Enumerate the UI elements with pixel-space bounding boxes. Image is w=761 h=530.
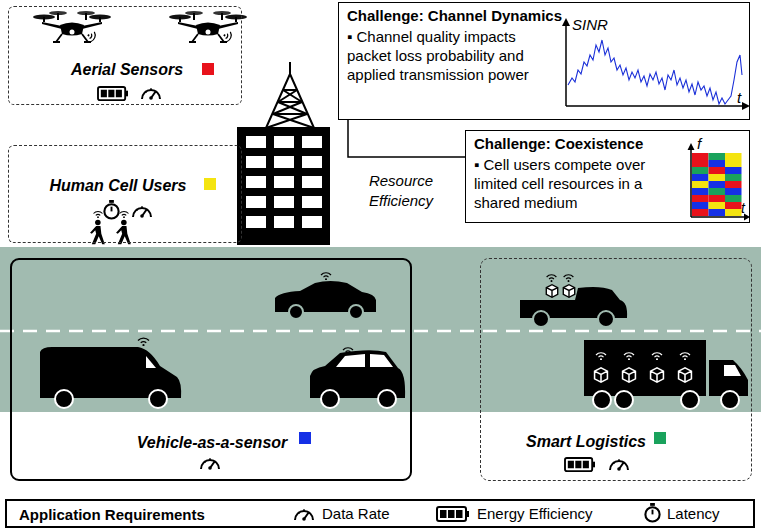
person-icons [90, 211, 131, 244]
node-title: Challenge: Channel Dynamics [347, 6, 567, 25]
node-title: Challenge: Coexistence [474, 134, 694, 153]
legend-text: Energy Efficiency [477, 504, 627, 523]
axis-label: f [697, 134, 711, 153]
lane-line [0, 330, 761, 333]
group-box: Vehicle-as-a-sensor [10, 258, 412, 481]
requirement-icon [201, 458, 219, 470]
road-band [0, 247, 761, 412]
challenge-box: Challenge: Channel Dynamics ▪ Channel qua… [338, 2, 750, 120]
requirement-icons [104, 200, 151, 219]
vehicles [40, 273, 405, 408]
resource-grid [688, 143, 751, 221]
node-title: Vehicle-as-a-sensor [112, 433, 312, 452]
axis-label: SINR [572, 15, 622, 34]
node-body: ▪ Cell users compete over limited cell r… [474, 155, 686, 212]
legend-text: Data Rate [322, 504, 422, 523]
color-marker [299, 432, 311, 444]
group-box: Aerial Sensors [8, 6, 242, 105]
logistics-vehicles [520, 275, 748, 409]
axis-label: t [741, 199, 753, 218]
node-title: Human Cell Users [27, 176, 209, 195]
color-marker [202, 63, 214, 75]
legend-text: Latency [667, 504, 747, 523]
edge-label: Resource Efficiency [354, 171, 448, 211]
group-box: Smart Logistics [480, 258, 752, 481]
cell-tower [266, 62, 314, 128]
challenge-box: Challenge: Coexistence ▪ Cell users compe… [465, 130, 750, 223]
axis-label: t [737, 88, 751, 107]
color-marker [204, 178, 216, 190]
node-title: Aerial Sensors [39, 60, 215, 79]
color-marker [654, 432, 666, 444]
drone-icons [33, 11, 247, 43]
node-title: Smart Logistics [501, 432, 671, 451]
node-body: ▪ Channel quality impacts packet loss pr… [347, 27, 557, 84]
group-box: Human Cell Users [8, 145, 242, 243]
building [237, 127, 330, 245]
requirement-icons [565, 458, 628, 471]
requirement-icons [98, 87, 160, 100]
connector-line [348, 120, 465, 157]
node-title: Application Requirements [19, 505, 249, 524]
